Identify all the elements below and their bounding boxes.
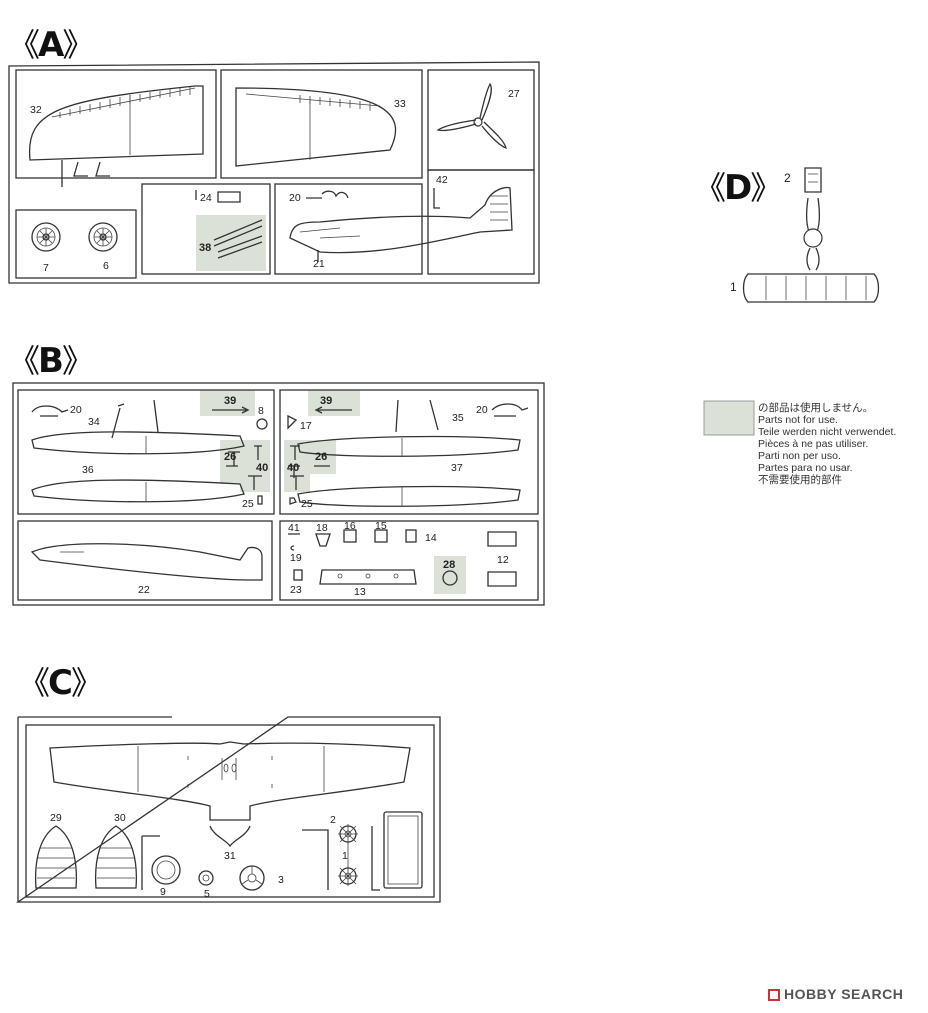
part-label: 15 [375, 520, 387, 532]
part-label: 40 [287, 462, 300, 474]
part-label: 17 [300, 420, 312, 432]
part-label: 32 [30, 104, 42, 116]
part-label: 8 [258, 405, 264, 417]
unused-highlight-b28 [434, 556, 466, 594]
part-label: 7 [43, 262, 49, 274]
section-d-title: 《D》 [694, 168, 782, 208]
part-label: 14 [425, 532, 437, 544]
part-label: 26 [224, 451, 237, 463]
part-label: 33 [394, 98, 406, 110]
part-label: 2 [330, 814, 336, 826]
part-label: 5 [204, 888, 210, 900]
legend-line-en: Parts not for use. [758, 414, 838, 426]
legend-swatch [703, 400, 755, 436]
part-label: 41 [288, 522, 300, 534]
part-label: 38 [199, 242, 212, 254]
part-label: 13 [354, 586, 366, 598]
unused-highlight-b39-right [308, 390, 360, 416]
part-label: 3 [278, 874, 284, 886]
part-label: 21 [313, 258, 325, 270]
part-label: 20 [70, 404, 82, 416]
part-label: 31 [224, 850, 236, 862]
part-label: 35 [452, 412, 464, 424]
part-label: 22 [138, 584, 150, 596]
part-label: 25 [242, 498, 254, 510]
part-label: 9 [160, 886, 166, 898]
part-label: 28 [443, 559, 456, 571]
unused-highlight-b40-left [240, 440, 270, 492]
unused-highlight-b26-right [306, 440, 336, 474]
part-label: 29 [50, 812, 62, 824]
part-label: 39 [320, 395, 333, 407]
section-a-title: 《A》 [8, 25, 94, 65]
part-label: 12 [497, 554, 509, 566]
sprue-b [12, 382, 545, 606]
part-label: 24 [200, 192, 212, 204]
legend-line-fr: Pièces à ne pas utiliser. [758, 438, 869, 450]
section-c-title: 《C》 [18, 663, 103, 703]
unused-highlight-a38 [196, 215, 266, 271]
part-label: 34 [88, 416, 100, 428]
legend-line-zh: 不需要使用的部件 [758, 474, 842, 486]
section-b-title: 《B》 [8, 341, 94, 381]
part-label: 20 [289, 192, 301, 204]
part-label: 1 [730, 280, 737, 294]
part-label: 16 [344, 520, 356, 532]
part-label: 18 [316, 522, 328, 534]
part-label: 37 [451, 462, 463, 474]
part-label: 40 [256, 462, 269, 474]
sprue-a [8, 61, 540, 284]
part-label: 23 [290, 584, 302, 596]
legend-line-es: Partes para no usar. [758, 462, 853, 474]
part-label: 19 [290, 552, 302, 564]
part-label: 39 [224, 395, 237, 407]
logo-icon [768, 989, 780, 1001]
part-label: 27 [508, 88, 520, 100]
part-label: 42 [436, 174, 448, 186]
part-label: 6 [103, 260, 109, 272]
sprue-c [15, 716, 441, 903]
part-label: 20 [476, 404, 488, 416]
part-label: 2 [784, 171, 791, 185]
legend-line-ja: の部品は使用しません。 [758, 402, 874, 414]
part-label: 1 [342, 850, 348, 862]
hobby-search-logo: HOBBY SEARCH [768, 986, 903, 1002]
part-label: 36 [82, 464, 94, 476]
sprue-d [742, 167, 880, 303]
part-label: 26 [315, 451, 328, 463]
legend-line-de: Teile werden nicht verwendet. [758, 426, 897, 438]
part-label: 30 [114, 812, 126, 824]
legend-line-it: Parti non per uso. [758, 450, 841, 462]
part-label: 25 [301, 498, 313, 510]
